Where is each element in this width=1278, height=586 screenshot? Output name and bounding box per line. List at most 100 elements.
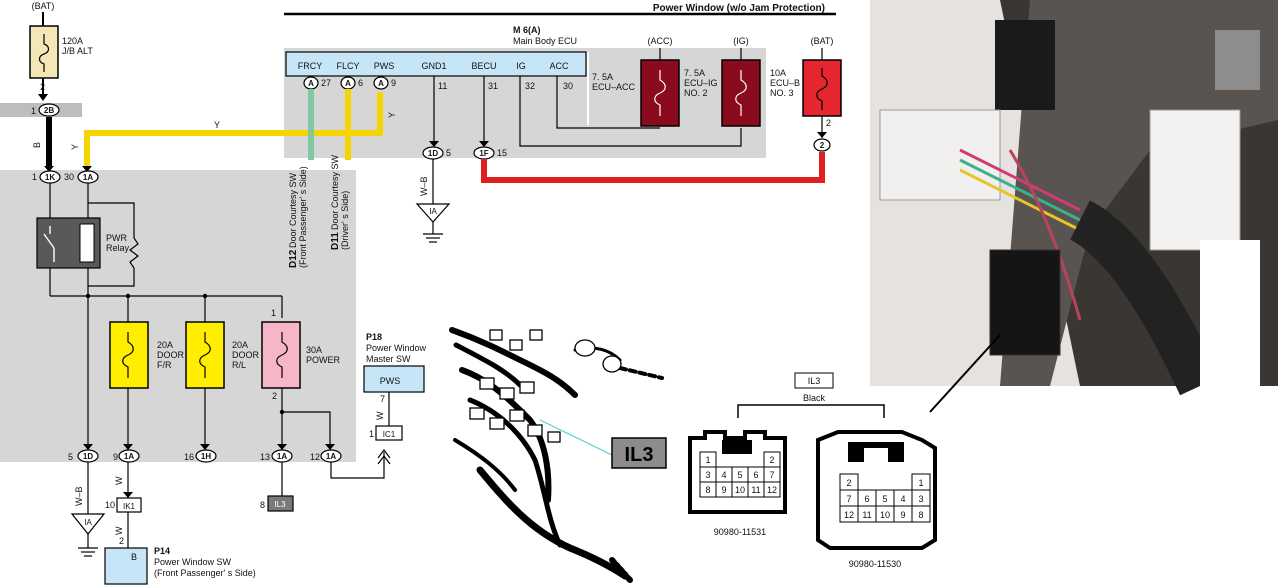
connector-cell-number: 4	[721, 470, 726, 480]
svg-text:D11: D11	[330, 232, 341, 250]
ground-symbol-bottom	[70, 513, 106, 557]
connector-cell-number: 9	[900, 510, 905, 520]
svg-text:W–B: W–B	[419, 176, 429, 196]
connector-cell-number: 11	[751, 485, 760, 495]
svg-text:IA: IA	[84, 518, 92, 527]
connector-cell-number: 2	[769, 455, 774, 465]
conn-IL3-small	[267, 495, 294, 512]
svg-text:7. 5A: 7. 5A	[592, 72, 613, 82]
connector-cell-number: 7	[769, 470, 774, 480]
svg-text:PWS: PWS	[374, 61, 395, 71]
connector-cell-number: 12	[844, 510, 854, 520]
svg-text:ECU–ACC: ECU–ACC	[592, 82, 636, 92]
connector-cell-number: 6	[864, 494, 869, 504]
svg-text:IL3: IL3	[808, 376, 821, 386]
connector-cell-number: 1	[705, 455, 710, 465]
fuse-ecu-b	[802, 59, 842, 117]
svg-text:30A: 30A	[306, 345, 322, 355]
svg-text:F/R: F/R	[157, 360, 172, 370]
alt-fuse-name: J/B ALT	[62, 46, 93, 56]
conn-2B	[38, 103, 60, 117]
svg-text:D12: D12	[288, 249, 299, 268]
svg-text:W: W	[114, 476, 124, 485]
svg-text:7: 7	[380, 394, 385, 404]
svg-text:FRCY: FRCY	[298, 61, 323, 71]
harness-connectors	[469, 329, 622, 443]
svg-text:IL3: IL3	[274, 500, 286, 509]
svg-text:1K: 1K	[45, 173, 55, 182]
svg-text:PWS: PWS	[380, 376, 401, 386]
svg-text:B: B	[131, 552, 137, 562]
svg-text:W: W	[114, 526, 124, 535]
svg-text:1F: 1F	[479, 149, 488, 158]
svg-text:1: 1	[271, 308, 276, 318]
connector-cell-number: 8	[705, 485, 710, 495]
svg-text:10A: 10A	[770, 68, 786, 78]
svg-text:2: 2	[272, 391, 277, 401]
svg-text:(Front Passenger' s Side): (Front Passenger' s Side)	[298, 166, 308, 268]
il3-callout-box	[611, 437, 667, 469]
alt-fuse-amp: 120A	[62, 36, 83, 46]
fuse-ecu-acc	[640, 59, 680, 127]
svg-text:1A: 1A	[277, 452, 287, 461]
svg-text:FLCY: FLCY	[336, 61, 359, 71]
connector-cell-number: 10	[735, 485, 745, 495]
master-switch	[363, 365, 425, 393]
svg-text:90980-11530: 90980-11530	[849, 559, 901, 569]
svg-text:IC1: IC1	[383, 430, 396, 439]
conn-1A-b1	[118, 449, 140, 463]
svg-text:11: 11	[438, 81, 447, 91]
svg-text:1: 1	[32, 172, 37, 182]
svg-text:P14: P14	[154, 546, 170, 556]
fuse-door-rl	[185, 321, 225, 389]
svg-text:2: 2	[119, 536, 124, 546]
svg-text:PWR: PWR	[106, 233, 127, 243]
connector-cell-number: 7	[846, 494, 851, 504]
wire-red	[481, 152, 825, 183]
svg-text:Black: Black	[803, 393, 826, 403]
connector-cell-number: 11	[862, 510, 871, 520]
svg-text:10: 10	[105, 500, 115, 510]
svg-text:Door Courtesy SW: Door Courtesy SW	[288, 172, 298, 248]
svg-text:Y: Y	[70, 144, 80, 150]
connector-cell-number: 4	[900, 494, 905, 504]
svg-text:15: 15	[497, 148, 507, 158]
svg-text:30: 30	[64, 172, 74, 182]
svg-text:P18: P18	[366, 332, 382, 342]
svg-text:9: 9	[391, 78, 396, 88]
svg-text:Main Body ECU: Main Body ECU	[513, 36, 577, 46]
svg-text:Master SW: Master SW	[366, 354, 411, 364]
fuse-power	[261, 321, 301, 389]
svg-text:1D: 1D	[428, 149, 438, 158]
svg-text:32: 32	[525, 81, 535, 91]
connector-cell-number: 5	[882, 494, 887, 504]
svg-text:2B: 2B	[44, 106, 54, 115]
svg-text:Y: Y	[214, 120, 220, 130]
svg-text:M 6(A): M 6(A)	[513, 25, 541, 35]
svg-text:5: 5	[446, 148, 451, 158]
connector-cell-number: 10	[880, 510, 890, 520]
conn-2-bat	[813, 138, 831, 152]
svg-text:7. 5A: 7. 5A	[684, 68, 705, 78]
svg-text:ACC: ACC	[549, 61, 569, 71]
connector-cell-number: 1	[918, 478, 923, 488]
svg-text:Door Courtesy SW: Door Courtesy SW	[330, 154, 340, 230]
svg-text:6: 6	[358, 78, 363, 88]
svg-text:(IG): (IG)	[733, 36, 749, 46]
svg-text:12: 12	[310, 452, 320, 462]
svg-text:IA: IA	[429, 207, 437, 216]
connector-cell-number: 5	[737, 470, 742, 480]
ground-symbol-top	[415, 203, 451, 243]
svg-text:1: 1	[369, 429, 374, 439]
passenger-switch	[104, 547, 148, 585]
il3-callout-label: IL3	[625, 444, 654, 466]
svg-text:B: B	[32, 142, 42, 148]
connector-photo	[870, 0, 1278, 396]
pwr-relay	[36, 217, 101, 269]
svg-text:R/L: R/L	[232, 360, 246, 370]
svg-text:1A: 1A	[124, 452, 134, 461]
svg-text:IG: IG	[516, 61, 526, 71]
svg-text:1D: 1D	[83, 452, 93, 461]
